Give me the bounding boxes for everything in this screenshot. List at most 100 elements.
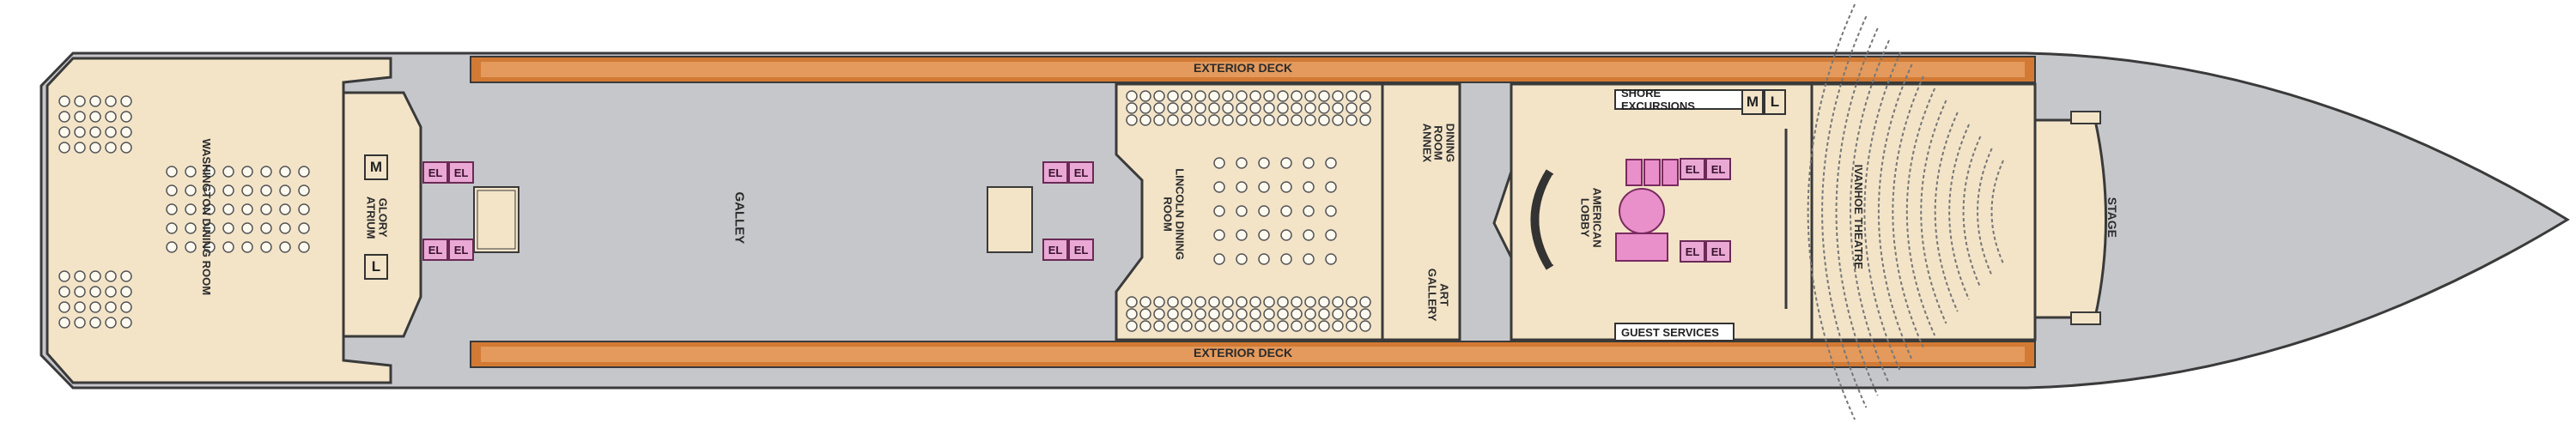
table [298, 184, 310, 196]
table [1291, 308, 1303, 320]
table [58, 301, 70, 313]
table [1181, 102, 1193, 114]
table [1236, 205, 1248, 217]
table [74, 111, 86, 123]
table [1208, 296, 1220, 308]
table [1346, 320, 1358, 332]
table [1236, 114, 1248, 126]
table [1167, 296, 1179, 308]
art-gallery-label: ART GALLERY [1426, 268, 1451, 322]
elevator-fwd-4: EL [1068, 239, 1094, 261]
table [1153, 102, 1165, 114]
elevator-lobby-2: EL [1705, 158, 1731, 180]
theatre-seating [1807, 3, 2004, 420]
table [1318, 296, 1330, 308]
table [1236, 90, 1248, 102]
table [298, 166, 310, 178]
table [1258, 205, 1270, 217]
elevator-fwd-2: EL [1068, 161, 1094, 184]
table [1181, 296, 1193, 308]
table [1277, 90, 1289, 102]
stage-area [2033, 118, 2107, 319]
table [1249, 308, 1261, 320]
table [166, 222, 178, 234]
glory-atrium-area [342, 91, 422, 338]
table [260, 166, 272, 178]
dining-tables [58, 90, 1371, 332]
table [204, 166, 216, 178]
table [185, 203, 197, 215]
table [120, 317, 132, 329]
table [1236, 229, 1248, 241]
table [1258, 157, 1270, 169]
table [1304, 114, 1316, 126]
table [1126, 102, 1138, 114]
table [1346, 114, 1358, 126]
seat-row [1962, 136, 1982, 288]
table [204, 184, 216, 196]
table [1263, 296, 1275, 308]
table [1258, 253, 1270, 265]
table [1126, 308, 1138, 320]
table [1236, 181, 1248, 193]
elevator-aft-2: EL [448, 161, 474, 184]
table [260, 203, 272, 215]
table [1359, 102, 1371, 114]
table [1181, 114, 1193, 126]
table [279, 184, 291, 196]
table [1153, 114, 1165, 126]
glory-atrium-label: GLORY ATRIUM [365, 196, 390, 239]
table [1126, 320, 1138, 332]
table [105, 111, 117, 123]
annex-area [1381, 82, 1461, 341]
table [1222, 102, 1234, 114]
table [1346, 308, 1358, 320]
table [105, 270, 117, 282]
guest-services-label: GUEST SERVICES [1614, 323, 1735, 341]
table [1222, 296, 1234, 308]
seat-row [1863, 51, 1902, 372]
table [1318, 320, 1330, 332]
table [185, 166, 197, 178]
table [185, 222, 197, 234]
elevator-aft-3: EL [422, 239, 448, 261]
lobby-feature-circle [1619, 188, 1665, 234]
table [1258, 229, 1270, 241]
table [298, 222, 310, 234]
table [279, 222, 291, 234]
table [1346, 296, 1358, 308]
table [1194, 296, 1206, 308]
table [120, 286, 132, 298]
table [89, 95, 101, 107]
table [74, 126, 86, 138]
seat-row [1905, 88, 1936, 336]
table [1325, 253, 1337, 265]
table [1304, 90, 1316, 102]
table [1277, 102, 1289, 114]
table [74, 95, 86, 107]
table [105, 317, 117, 329]
table [1280, 181, 1292, 193]
table [279, 203, 291, 215]
table [1304, 296, 1316, 308]
table [1139, 114, 1151, 126]
table [1181, 320, 1193, 332]
ivanhoe-theatre-label: IVANHOE THEATRE [1851, 164, 1865, 269]
table [1153, 90, 1165, 102]
table [1213, 157, 1225, 169]
table [1277, 308, 1289, 320]
table [1332, 296, 1344, 308]
table [58, 111, 70, 123]
table [1139, 90, 1151, 102]
table [1249, 102, 1261, 114]
forward-stair [987, 186, 1033, 253]
table [1167, 90, 1179, 102]
table [1346, 90, 1358, 102]
table [204, 203, 216, 215]
ladies-restroom-lobby: L [1764, 89, 1786, 115]
table [166, 166, 178, 178]
table [222, 222, 234, 234]
table [1332, 102, 1344, 114]
table [1280, 253, 1292, 265]
